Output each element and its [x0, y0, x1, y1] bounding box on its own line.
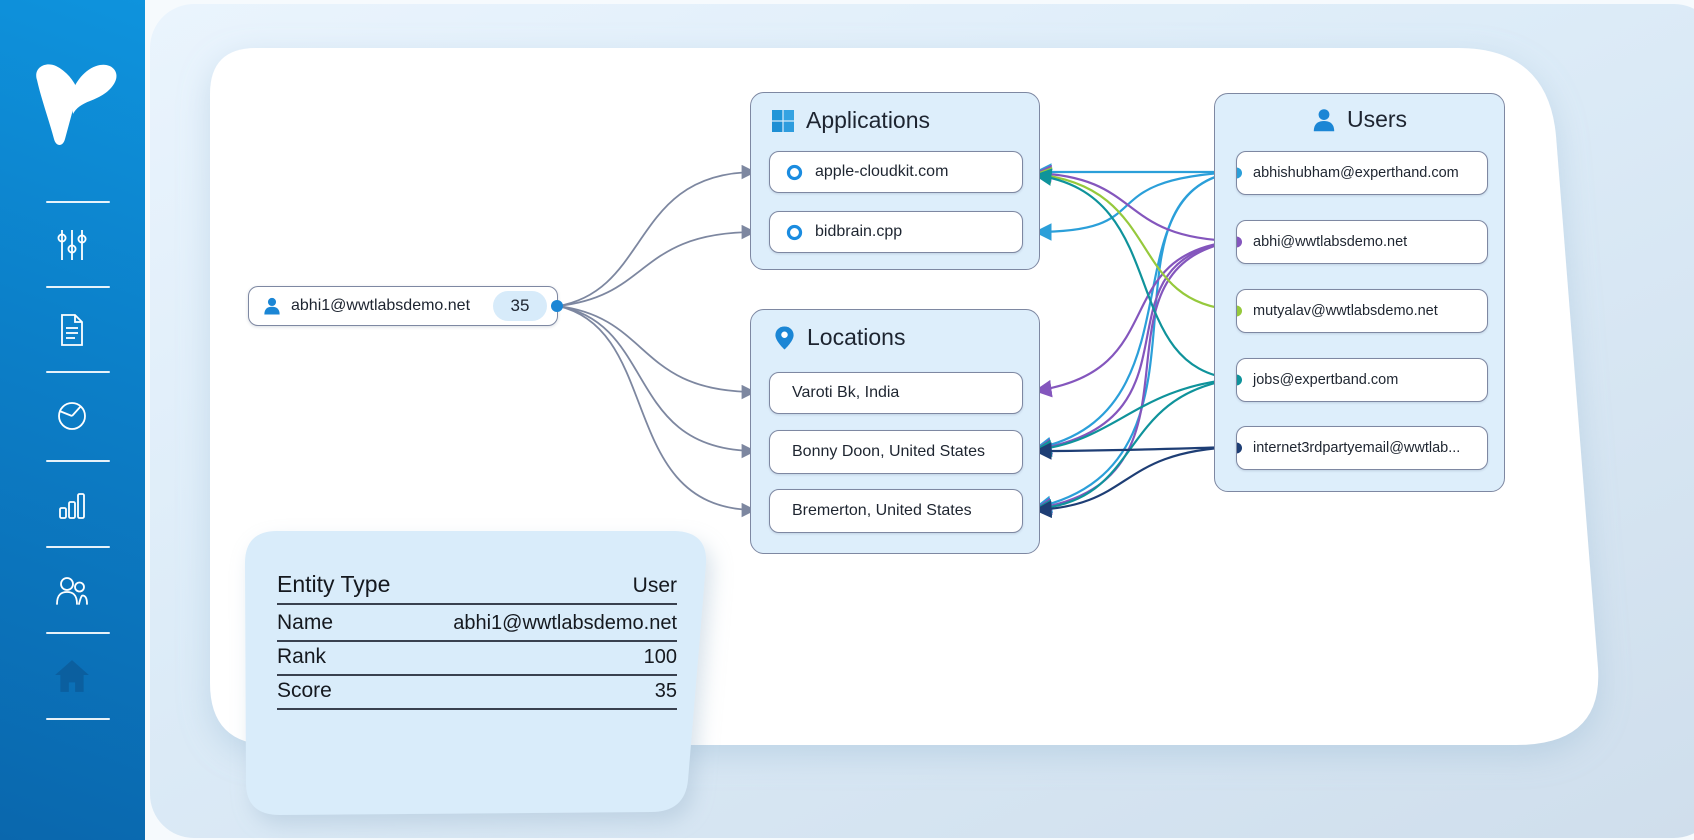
edge-anchor-dot: [1237, 236, 1242, 248]
user-item-abhishubham[interactable]: abhishubham@experthand.com: [1236, 151, 1488, 195]
user-item-label: abhishubham@experthand.com: [1253, 165, 1459, 181]
group-users[interactable]: Users abhishubham@experthand.com abhi@ww…: [1214, 93, 1505, 492]
report-icon[interactable]: [52, 310, 92, 350]
detail-label: Entity Type: [277, 571, 391, 597]
user-item-label: mutyalav@wwtlabsdemo.net: [1253, 303, 1438, 319]
detail-row-score: Score 35: [277, 678, 677, 710]
edge-abhi-bonny-doon: [1033, 239, 1236, 456]
users-group-icon: [1313, 108, 1335, 131]
detail-value: 35: [654, 680, 677, 702]
app-item-apple-cloudkit[interactable]: apple-cloudkit.com: [769, 151, 1023, 193]
group-title: Applications: [806, 107, 931, 133]
edge-internet3rd-bremerton: [1033, 445, 1236, 519]
location-item-varoti[interactable]: Varoti Bk, India: [769, 372, 1023, 414]
edge-anchor-dot: [551, 300, 563, 312]
app-ring-icon: [786, 224, 803, 240]
user-item-label: abhi@wwtlabsdemo.net: [1253, 234, 1408, 250]
detail-value: abhi1@wwtlabsdemo.net: [453, 612, 677, 634]
edge-anchor-dot: [1237, 374, 1242, 386]
pie-chart-icon[interactable]: [52, 396, 92, 436]
app-ring-icon: [786, 164, 803, 180]
windows-icon: [772, 109, 794, 132]
location-item-label: Bremerton, United States: [792, 502, 972, 519]
detail-panel-card: [245, 531, 707, 815]
users-icon[interactable]: [52, 570, 92, 610]
applications-header: Applications: [751, 107, 1039, 134]
edge-source-bonny-doon: [557, 305, 757, 459]
location-item-bremerton[interactable]: Bremerton, United States: [769, 489, 1023, 533]
edge-source-varoti: [557, 305, 757, 400]
edge-source-bremerton: [557, 305, 757, 518]
edge-anchor-dot: [1237, 167, 1242, 179]
edge-jobs-bonny-doon: [1033, 377, 1236, 458]
bars-glyph: [59, 493, 85, 519]
bar-chart-icon[interactable]: [52, 484, 92, 524]
edge-mutyalav-apple-cloudkit: [1033, 166, 1236, 312]
detail-row-rank: Rank 100: [277, 644, 677, 676]
document-glyph: [61, 314, 83, 346]
detail-label: Score: [277, 679, 332, 702]
edge-internet3rd-bonny-doon: [1033, 442, 1236, 460]
edge-source-bidbrain: [557, 224, 757, 307]
users-header: Users: [1215, 106, 1504, 133]
location-item-label: Bonny Doon, United States: [792, 443, 986, 460]
user-item-internet3rd[interactable]: internet3rdpartyemail@wwtlab...: [1236, 426, 1488, 470]
detail-value: User: [632, 574, 677, 597]
location-item-bonny-doon[interactable]: Bonny Doon, United States: [769, 430, 1023, 474]
edge-jobs-apple-cloudkit: [1033, 168, 1236, 381]
detail-row-entity-type: Entity Type User: [277, 556, 677, 605]
detail-row-name: Name abhi1@wwtlabsdemo.net: [277, 607, 677, 642]
location-item-label: Varoti Bk, India: [792, 384, 900, 401]
divider: [46, 632, 110, 634]
edge-jobs-bremerton: [1033, 377, 1236, 517]
edge-anchor-dot: [1237, 305, 1242, 317]
app-item-bidbrain[interactable]: bidbrain.cpp: [769, 211, 1023, 253]
user-item-label: internet3rdpartyemail@wwtlab...: [1253, 440, 1461, 456]
source-entity-label: abhi1@wwtlabsdemo.net: [291, 297, 471, 314]
group-title: Users: [1346, 106, 1408, 132]
app-item-label: apple-cloudkit.com: [815, 163, 949, 180]
location-pin-icon: [775, 326, 794, 349]
user-item-jobs[interactable]: jobs@expertband.com: [1236, 358, 1488, 402]
user-item-abhi[interactable]: abhi@wwtlabsdemo.net: [1236, 220, 1488, 264]
divider: [46, 371, 110, 373]
group-locations[interactable]: Locations Varoti Bk, India Bonny Doon, U…: [750, 309, 1040, 554]
group-title: Locations: [807, 324, 906, 350]
divider: [46, 201, 110, 203]
people-glyph: [56, 577, 88, 605]
locations-header: Locations: [751, 324, 1039, 351]
detail-label: Rank: [277, 645, 327, 668]
group-applications[interactable]: Applications apple-cloudkit.com bidbrain…: [750, 92, 1040, 270]
detail-value: 100: [643, 646, 677, 668]
user-item-mutyalav[interactable]: mutyalav@wwtlabsdemo.net: [1236, 289, 1488, 333]
edge-abhi-apple-cloudkit: [1033, 164, 1236, 243]
divider: [46, 546, 110, 548]
vectra-logo: [36, 64, 117, 145]
app-item-label: bidbrain.cpp: [815, 223, 903, 240]
edge-anchor-dot: [1237, 442, 1242, 454]
home-glyph: [55, 660, 89, 692]
sliders-glyph: [57, 230, 87, 260]
pie-glyph: [58, 402, 86, 430]
edge-source-apple-cloudkit: [557, 164, 757, 307]
sidebar: [0, 0, 145, 840]
score-badge: 35: [493, 291, 547, 321]
source-entity-node[interactable]: abhi1@wwtlabsdemo.net 35: [248, 286, 563, 326]
divider: [46, 460, 110, 462]
divider: [46, 718, 110, 720]
edge-abhishubham-bremerton: [1033, 170, 1236, 513]
user-item-label: jobs@expertband.com: [1253, 372, 1399, 388]
edge-abhi-varoti: [1033, 239, 1236, 398]
user-icon: [264, 297, 280, 315]
filters-icon[interactable]: [52, 225, 92, 265]
detail-label: Name: [277, 611, 334, 634]
divider: [46, 286, 110, 288]
home-icon[interactable]: [52, 656, 92, 696]
